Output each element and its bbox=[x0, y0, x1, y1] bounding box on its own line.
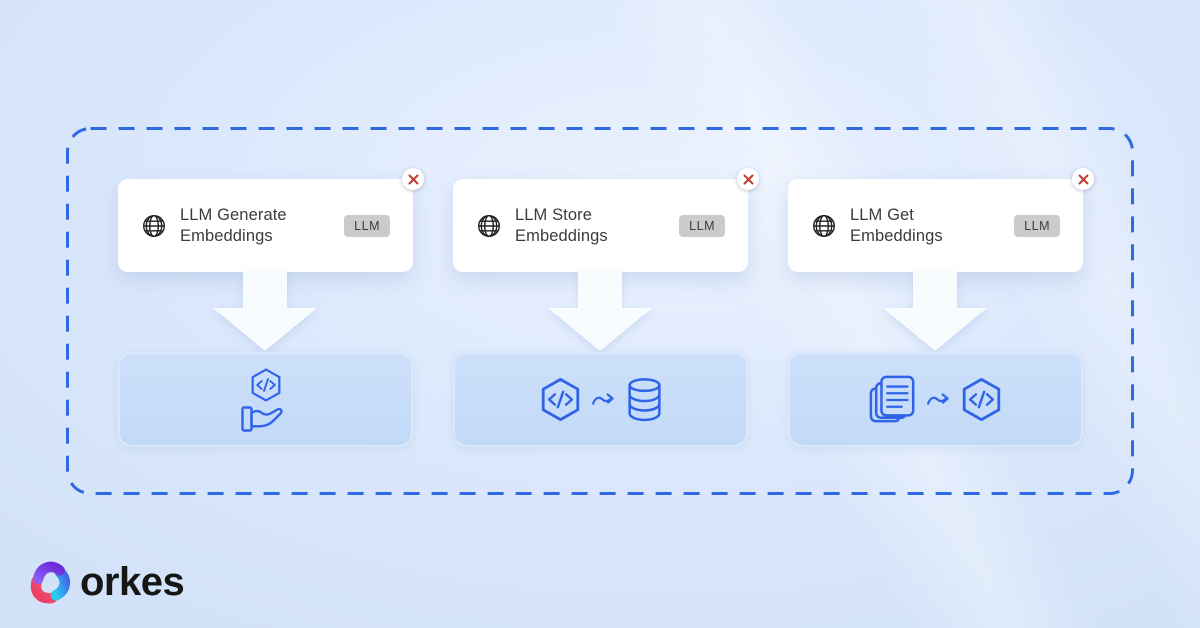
down-arrow-icon bbox=[883, 272, 987, 351]
globe-icon bbox=[812, 214, 836, 238]
globe-icon bbox=[477, 214, 501, 238]
squiggle-arrow-icon bbox=[927, 392, 949, 405]
down-arrow-icon bbox=[213, 272, 317, 351]
close-icon bbox=[1078, 174, 1088, 184]
task-column-get: LLM Get Embeddings LLM bbox=[788, 168, 1094, 447]
close-icon bbox=[743, 174, 753, 184]
task-title: LLM Store Embeddings bbox=[515, 205, 608, 245]
close-button[interactable] bbox=[402, 168, 424, 190]
documents-to-code-icon bbox=[868, 374, 1003, 426]
task-title: LLM Get Embeddings bbox=[850, 205, 943, 245]
close-icon bbox=[408, 174, 418, 184]
globe-icon bbox=[142, 214, 166, 238]
task-type-badge: LLM bbox=[1014, 214, 1060, 237]
task-column-generate: LLM Generate Embeddings LLM bbox=[118, 168, 424, 447]
task-column-store: LLM Store Embeddings LLM bbox=[453, 168, 759, 447]
task-card-generate-embeddings[interactable]: LLM Generate Embeddings LLM bbox=[118, 168, 424, 272]
result-box-generate bbox=[118, 352, 413, 447]
task-title: LLM Generate Embeddings bbox=[180, 205, 287, 245]
workflow-group-outline bbox=[66, 127, 1134, 495]
down-arrow-icon bbox=[548, 272, 652, 351]
close-button[interactable] bbox=[1072, 168, 1094, 190]
result-box-get bbox=[788, 352, 1083, 447]
task-card-store-embeddings[interactable]: LLM Store Embeddings LLM bbox=[453, 168, 759, 272]
orkes-logo: orkes bbox=[28, 560, 185, 604]
squiggle-arrow-icon bbox=[591, 392, 614, 405]
code-in-hand-icon bbox=[240, 367, 291, 432]
logo-text: orkes bbox=[80, 560, 185, 604]
task-card-get-embeddings[interactable]: LLM Get Embeddings LLM bbox=[788, 168, 1094, 272]
close-button[interactable] bbox=[737, 168, 759, 190]
documents-stack-icon bbox=[869, 375, 915, 422]
result-box-store bbox=[453, 352, 748, 447]
task-type-badge: LLM bbox=[344, 214, 390, 237]
task-type-badge: LLM bbox=[679, 214, 725, 237]
database-icon bbox=[627, 377, 661, 421]
orkes-logo-icon bbox=[30, 561, 70, 604]
code-to-database-icon bbox=[539, 376, 663, 423]
